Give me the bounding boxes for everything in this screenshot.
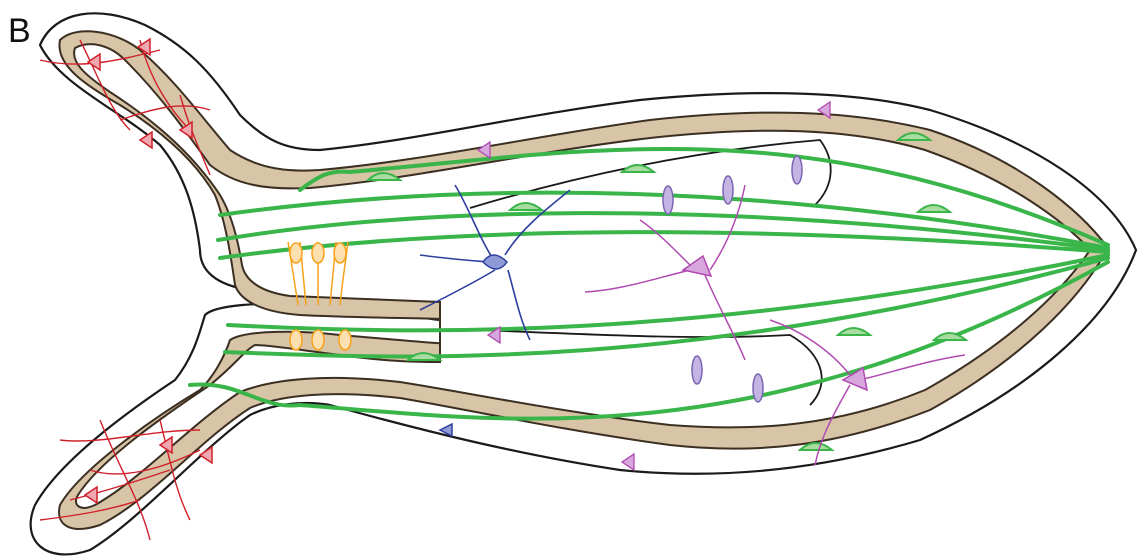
- panel-label: B: [8, 14, 31, 48]
